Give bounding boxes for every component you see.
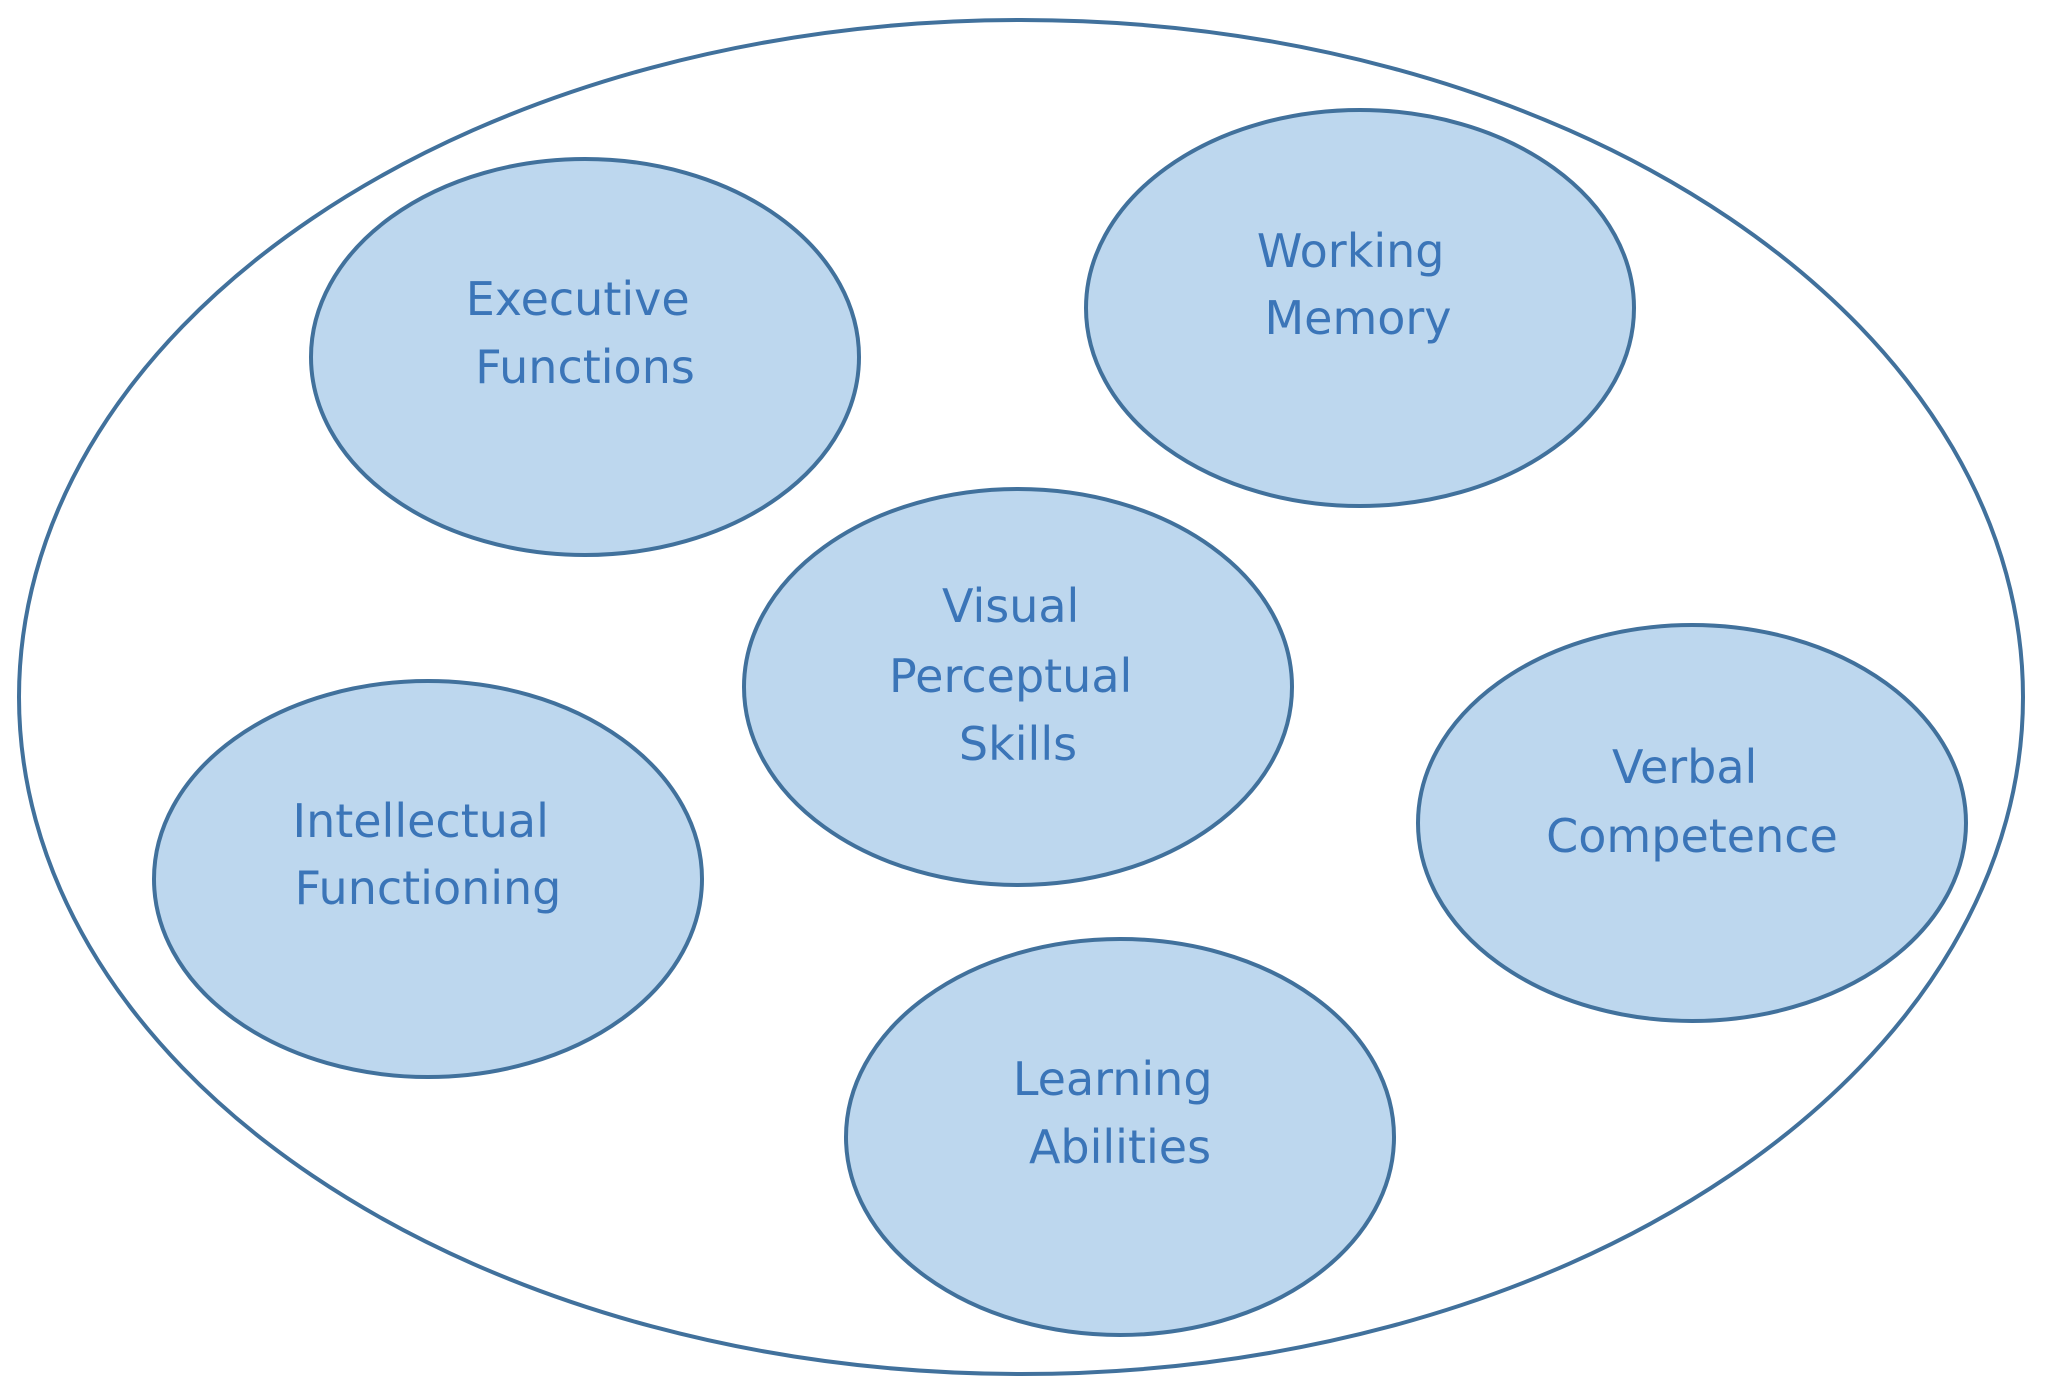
intellectual-functioning-ellipse <box>152 679 704 1079</box>
learning-abilities-label-line-2: Abilities <box>1029 1120 1211 1174</box>
learning-abilities-ellipse <box>844 937 1396 1337</box>
verbal-competence-ellipse <box>1416 623 1968 1023</box>
visual-perceptual-skills-label: Visual Perceptual Skills <box>889 579 1147 771</box>
visual-perceptual-skills-label-line-1: Visual <box>942 579 1079 633</box>
node-verbal-competence: Verbal Competence <box>1416 623 1968 1023</box>
node-visual-perceptual-skills: Visual Perceptual Skills <box>742 487 1294 887</box>
intellectual-functioning-label-line-1: Intellectual <box>293 794 549 848</box>
executive-functions-ellipse <box>309 157 861 557</box>
learning-abilities-label: Learning Abilities <box>1013 1052 1227 1174</box>
node-intellectual-functioning: Intellectual Functioning <box>152 679 704 1079</box>
executive-functions-label: Executive Functions <box>466 272 705 394</box>
visual-perceptual-skills-label-line-3: Skills <box>959 717 1077 771</box>
executive-functions-label-line-2: Functions <box>475 340 695 394</box>
working-memory-ellipse <box>1084 108 1636 508</box>
learning-abilities-label-line-1: Learning <box>1013 1052 1213 1106</box>
node-executive-functions: Executive Functions <box>309 157 861 557</box>
verbal-competence-label-line-1: Verbal <box>1612 740 1757 794</box>
node-learning-abilities: Learning Abilities <box>844 937 1396 1337</box>
verbal-competence-label: Verbal Competence <box>1546 740 1838 863</box>
executive-functions-label-line-1: Executive <box>466 272 690 326</box>
node-working-memory: Working Memory <box>1084 108 1636 508</box>
working-memory-label-line-1: Working <box>1257 224 1445 278</box>
working-memory-label: Working Memory <box>1257 224 1459 345</box>
visual-perceptual-skills-ellipse <box>742 487 1294 887</box>
intellectual-functioning-label-line-2: Functioning <box>295 861 562 915</box>
working-memory-label-line-2: Memory <box>1264 291 1451 345</box>
visual-perceptual-skills-label-line-2: Perceptual <box>889 649 1132 703</box>
verbal-competence-label-line-2: Competence <box>1546 809 1838 863</box>
intellectual-functioning-label: Intellectual Functioning <box>293 794 564 915</box>
